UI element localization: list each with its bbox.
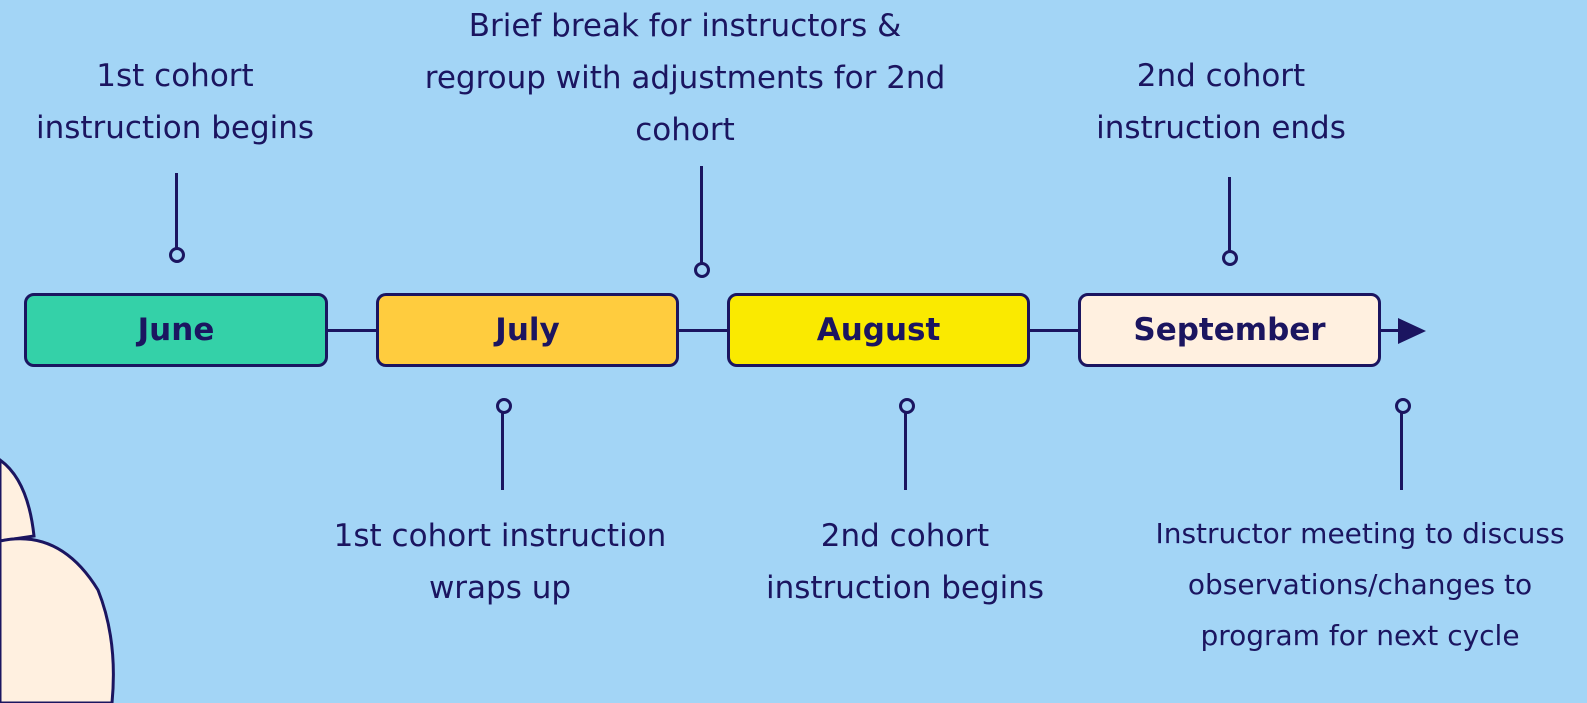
event-label: 1st cohort instruction wraps up [333, 518, 667, 606]
timeline-arrow-icon [1398, 318, 1426, 344]
event-stem [175, 173, 178, 249]
event-stem [1400, 412, 1403, 490]
event-stem [1228, 177, 1231, 252]
event-stem [904, 412, 907, 490]
event-label: Brief break for instructors & regroup wi… [424, 8, 946, 148]
month-july: July [376, 293, 679, 367]
event-marker [899, 398, 915, 414]
month-august: August [727, 293, 1030, 367]
event-label: 2nd cohort instruction ends [1096, 58, 1346, 146]
event-stem [501, 412, 504, 490]
timeline-connector [328, 329, 376, 332]
event-marker [1395, 398, 1411, 414]
timeline-connector [1381, 329, 1401, 332]
event-marker [694, 262, 710, 278]
month-september: September [1078, 293, 1381, 367]
event-marker [1222, 250, 1238, 266]
event-label: 1st cohort instruction begins [35, 58, 315, 146]
event-stem [700, 166, 703, 264]
month-june: June [24, 293, 328, 367]
timeline-connector [679, 329, 727, 332]
event-label: 2nd cohort instruction begins [765, 518, 1045, 606]
event-marker [169, 247, 185, 263]
event-marker [496, 398, 512, 414]
timeline-connector [1030, 329, 1078, 332]
event-label: Instructor meeting to discuss observatio… [1155, 517, 1565, 652]
